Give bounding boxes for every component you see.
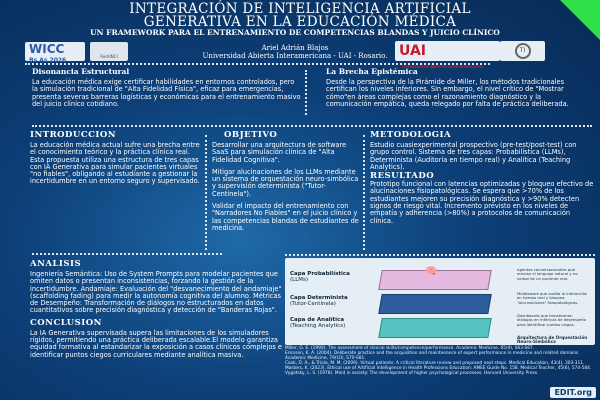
section-title: Disonancia Estructural [32,67,130,76]
edit-watermark: EDIT.org [550,387,596,398]
section-title: RESULTADO [370,171,435,182]
section-title: OBJETIVO [224,130,278,140]
reference-item: Ericsson, K. A. (2004). Deliberate pract… [285,350,580,361]
reference-item: Masters, K. (2023). Ethical use of Artif… [285,365,592,371]
layer-desc: Dashboards que transforman diálogos en m… [517,313,586,327]
uai-logo: UAI Universidad Abierta Interamericana [395,41,500,69]
divider [32,125,592,127]
reference-item: Vygotsky, L. S. (1978). Mind in society:… [285,370,539,376]
divider [25,63,490,65]
section-brecha: La Brecha Epistémica Desde la perspectiv… [326,67,586,108]
section-title: La Brecha Epistémica [326,67,418,76]
divider [32,253,222,255]
section-objetivo: OBJETIVO Desarrollar una arquitectura de… [212,130,362,232]
section-text: Prototipo funcional con latencias optimi… [370,180,594,225]
reference-item: Miller, G. E. (1990). The assessment of … [285,346,535,351]
corner-accent [560,0,600,40]
ti-seal-logo: TI [500,41,545,61]
section-text: Ingeniería Semántica: Uso de System Prom… [30,270,282,315]
architecture-diagram: 🧠 Capa Probabilística(LLMs) Capa Determi… [285,258,595,345]
section-metodologia: METODOLOGIA Estudio cuasiexperimental pr… [370,130,595,225]
redunci-logo: RedUNCI [90,42,128,61]
title-line: INTEGRACIÓN DE INTELIGENCIA ARTIFICIAL [129,1,471,17]
objective-item: Desarrollar una arquitectura de software… [212,141,347,164]
divider [205,135,207,250]
section-text: La educación médica actual sufre una bre… [30,141,200,186]
section-title: METODOLOGIA [370,130,452,140]
references: Miller, G. E. (1990). The assessment of … [285,346,595,376]
section-disonancia: Disonancia Estructural La educación médi… [32,67,302,108]
layer-analytics-graphic [378,318,492,338]
section-text: Desde la perspectiva de la Pirámide de M… [326,78,569,108]
affiliation: Universidad Abierta Interamericana - UAI… [202,52,388,60]
section-text: La educación médica exige certificar hab… [32,78,301,108]
diagram-caption: Arquitectura de Orquestación Neuro-Simbó… [517,335,588,345]
brain-icon: 🧠 [425,266,438,277]
layer-label: Capa Determinista(Tutor-Centinela) [290,295,348,307]
wicc-sub: Bs As 2026 [29,57,67,64]
wicc-text: WICC [29,42,65,56]
section-introduccion: INTRODUCCION La educación médica actual … [30,130,205,186]
layer-desc: Middleware que audita la interacción en … [517,291,588,305]
author-name: Ariel Adrián Blajos [261,44,329,52]
section-title: INTRODUCCION [30,130,117,140]
section-text: La IA Generativa supervisada supera las … [30,328,282,359]
layer-desc: Agentes conversacionales que emulan el l… [517,267,578,281]
title-line: GENERATIVA EN LA EDUCACIÓN MÉDICA [143,14,457,30]
section-text: Estudio cuasiexperimental prospectivo (p… [370,141,577,171]
divider [363,135,365,250]
uai-full: Universidad Abierta Interamericana [402,64,483,69]
layer-label: Capa Probabilística(LLMs) [290,271,350,283]
uai-text: UAI [399,43,426,59]
layer-label: Capa de Analítica(Teaching Analytics) [290,317,346,329]
layer-deterministic-graphic [378,294,492,314]
poster-subtitle: UN FRAMEWORK PARA EL ENTRENAMIENTO DE CO… [90,28,500,37]
section-title: CONCLUSION [30,317,102,328]
objective-item: Mitigar alucinaciones de los LLMs median… [212,167,359,198]
section-analisis: ANALISIS Ingeniería Semántica: Uso de Sy… [30,259,282,359]
reference-item: Cook, D. A., & Triola, M. M. (2009). Vir… [285,360,585,366]
section-title: ANALISIS [30,259,82,269]
objective-item: Validar el impacto del entrenamiento con… [212,202,359,232]
divider [305,70,307,115]
divider [285,254,595,256]
ti-seal: TI [514,43,531,59]
